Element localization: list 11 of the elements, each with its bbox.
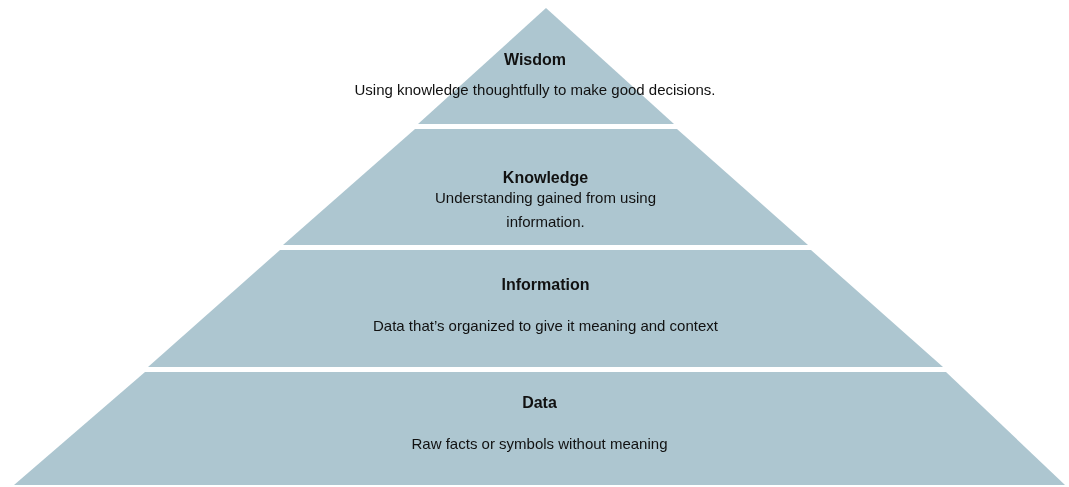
- tier-title: Data: [522, 394, 557, 412]
- tier-title: Knowledge: [502, 169, 589, 187]
- pyramid-tier: [148, 250, 943, 367]
- tier-description: Using knowledge thoughtfully to make good decisions.: [353, 80, 717, 100]
- tier-title: Information: [501, 276, 590, 294]
- tier-description: Data that’s organized to give it meaning and context: [372, 316, 719, 336]
- tier-title: Wisdom: [503, 51, 567, 69]
- pyramid-tier: [283, 129, 808, 245]
- pyramid-tier: [14, 372, 1065, 485]
- tier-description: Understanding gained from using information.: [434, 188, 657, 232]
- tier-description: Raw facts or symbols without meaning: [410, 434, 669, 454]
